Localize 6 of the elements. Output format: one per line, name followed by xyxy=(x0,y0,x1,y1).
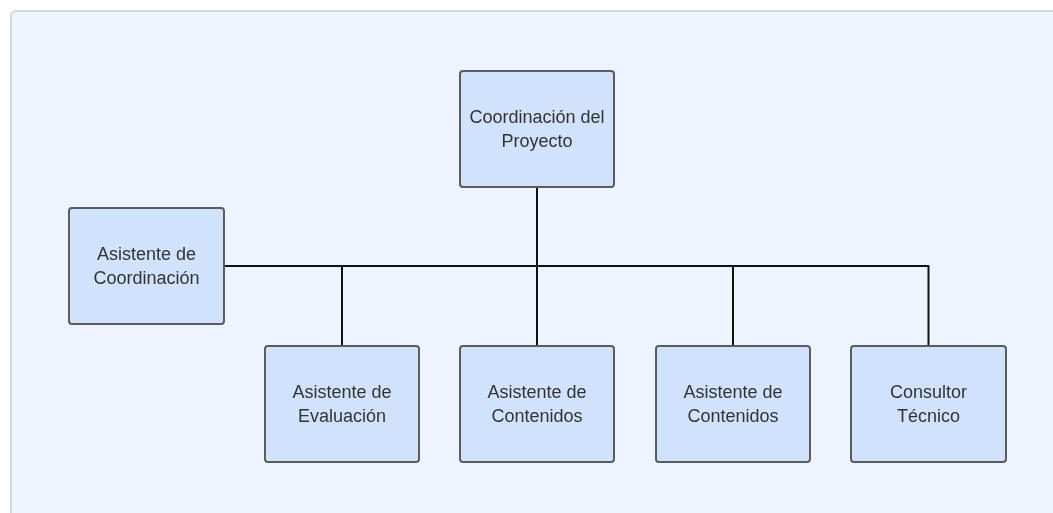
role-box: Consultor Técnico xyxy=(850,345,1007,463)
role-box: Asistente de Evaluación xyxy=(264,345,420,463)
role-box: Asistente de Contenidos xyxy=(459,345,615,463)
role-box: Asistente de Contenidos xyxy=(655,345,811,463)
role-box: Coordinación del Proyecto xyxy=(459,70,615,188)
role-box: Asistente de Coordinación xyxy=(68,207,225,325)
